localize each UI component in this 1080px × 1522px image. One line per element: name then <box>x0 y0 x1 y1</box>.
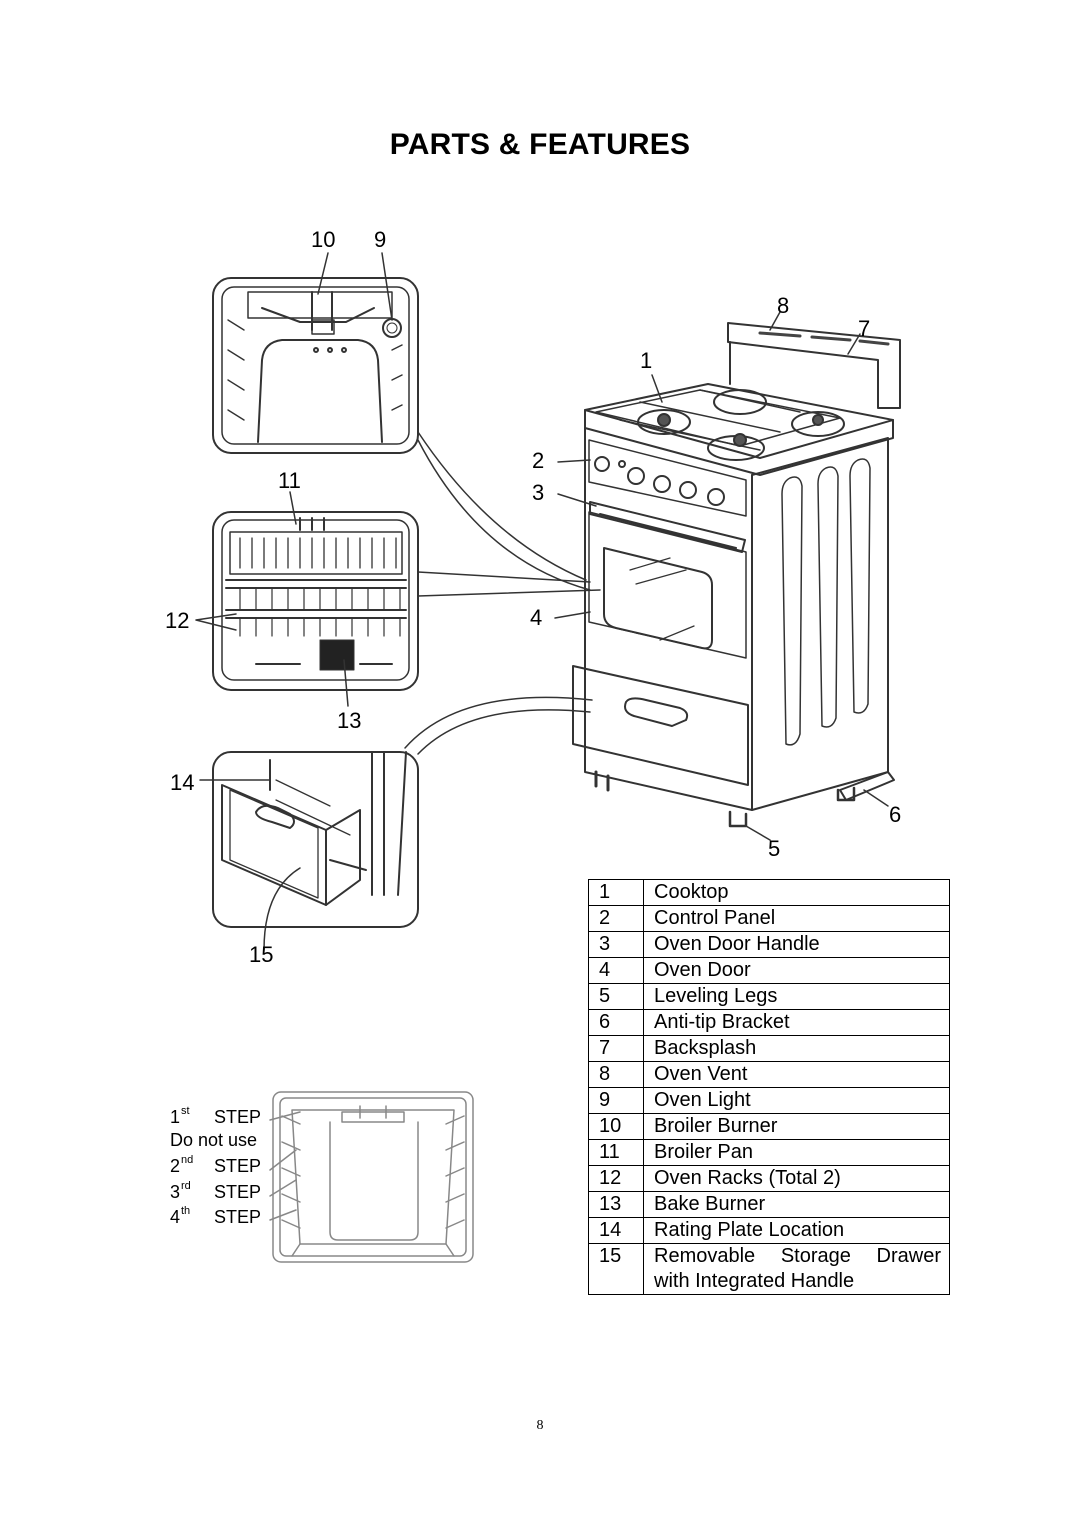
step-1-suffix: st <box>181 1105 190 1117</box>
range-illustration <box>572 322 901 828</box>
part-number: 3 <box>588 931 644 958</box>
callout-12: 12 <box>165 608 189 633</box>
part-name: Oven Door Handle <box>643 931 950 958</box>
part-name: Backsplash <box>643 1035 950 1062</box>
page-title: PARTS & FEATURES <box>389 128 691 161</box>
rack-step-labels: 1 st STEP Do not use 2 nd STEP 3 rd STEP… <box>170 1105 261 1227</box>
part-name: Anti-tip Bracket <box>643 1009 950 1036</box>
part-number: 14 <box>588 1217 644 1244</box>
part-name: Cooktop <box>643 879 950 906</box>
callout-9: 9 <box>374 227 386 252</box>
callout-5: 5 <box>768 836 780 861</box>
oven-top-detail-illustration <box>212 277 419 454</box>
step-4-label: STEP <box>214 1207 261 1227</box>
callout-7: 7 <box>858 316 870 341</box>
step-2-suffix: nd <box>181 1154 193 1166</box>
step-2-ordinal: 2 <box>170 1156 180 1176</box>
part-name: Leveling Legs <box>643 983 950 1010</box>
part-name: Control Panel <box>643 905 950 932</box>
part-number: 10 <box>588 1113 644 1140</box>
callout-11: 11 <box>278 468 301 493</box>
part-number: 12 <box>588 1165 644 1192</box>
step-1-label: STEP <box>214 1107 261 1127</box>
part-name: Bake Burner <box>643 1191 950 1218</box>
callout-10: 10 <box>311 227 335 252</box>
part-number: 1 <box>588 879 644 906</box>
callout-6: 6 <box>889 802 901 827</box>
part-number: 11 <box>588 1139 644 1166</box>
part-name: Oven Vent <box>643 1061 950 1088</box>
step-1-ordinal: 1 <box>170 1107 180 1127</box>
callout-13: 13 <box>337 708 361 733</box>
broiler-pan-detail-illustration <box>212 511 419 691</box>
step-3-ordinal: 3 <box>170 1182 180 1202</box>
callout-15: 15 <box>249 942 273 967</box>
part-number: 9 <box>588 1087 644 1114</box>
callout-leaders <box>195 252 889 1221</box>
step-4-ordinal: 4 <box>170 1207 180 1227</box>
part-number: 7 <box>588 1035 644 1062</box>
callout-14: 14 <box>170 770 194 795</box>
storage-drawer-detail-illustration <box>212 751 419 928</box>
page-number: 8 <box>536 1418 544 1433</box>
callout-numbers: 10 9 11 12 13 14 15 8 7 1 2 3 4 5 6 <box>165 227 901 967</box>
part-name: Removable Storage Drawer with Integrated… <box>643 1243 950 1295</box>
part-name: Oven Door <box>643 957 950 984</box>
callout-1: 1 <box>640 348 652 373</box>
step-3-suffix: rd <box>181 1180 191 1192</box>
callout-8: 8 <box>777 293 789 318</box>
step-do-not-use: Do not use <box>170 1130 257 1150</box>
callout-4: 4 <box>530 605 542 630</box>
step-3-label: STEP <box>214 1182 261 1202</box>
part-name: Broiler Burner <box>643 1113 950 1140</box>
part-number: 15 <box>588 1243 644 1295</box>
part-number: 8 <box>588 1061 644 1088</box>
part-name: Rating Plate Location <box>643 1217 950 1244</box>
callout-3: 3 <box>532 480 544 505</box>
part-number: 13 <box>588 1191 644 1218</box>
step-4-suffix: th <box>181 1205 190 1217</box>
part-number: 2 <box>588 905 644 932</box>
part-name: Oven Racks (Total 2) <box>643 1165 950 1192</box>
rack-positions-illustration <box>272 1091 474 1263</box>
part-number: 6 <box>588 1009 644 1036</box>
part-name: Oven Light <box>643 1087 950 1114</box>
step-2-label: STEP <box>214 1156 261 1176</box>
part-number: 4 <box>588 957 644 984</box>
callout-2: 2 <box>532 448 544 473</box>
part-name: Broiler Pan <box>643 1139 950 1166</box>
part-number: 5 <box>588 983 644 1010</box>
